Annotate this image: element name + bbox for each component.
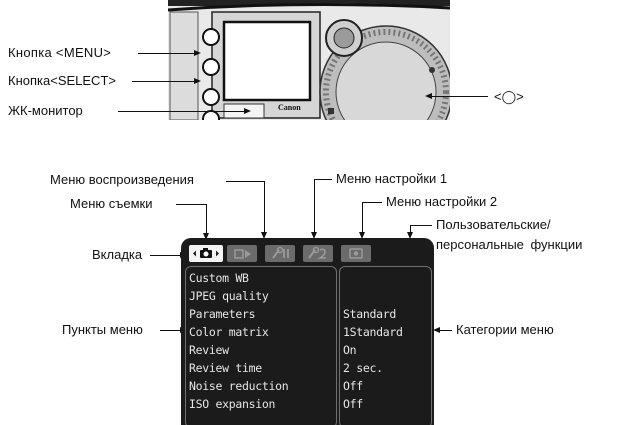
custom-leader-v: [410, 225, 411, 233]
tab-label: Вкладка: [92, 247, 142, 262]
dial-label: <◯>: [494, 89, 524, 105]
playback-leader-v: [264, 181, 265, 233]
tab-custom-functions[interactable]: [341, 245, 371, 262]
select-button-label: Кнопка<SELECT>: [8, 73, 116, 88]
setup1-leader-v: [314, 179, 315, 233]
setup-menu-1-label: Меню настройки 1: [336, 171, 447, 186]
tab-leader: [150, 255, 180, 256]
setup-wrench-1-icon: [265, 245, 295, 262]
lcd-monitor-leader: [118, 111, 244, 112]
camera-brand: Canon: [278, 103, 301, 112]
menu-button-leader: [138, 53, 194, 54]
menu-item-jpeg-quality[interactable]: JPEG quality: [189, 289, 268, 303]
setup2-leader-h: [362, 202, 382, 203]
menu-item-iso-expansion[interactable]: ISO expansion: [189, 397, 275, 411]
menu-value-noise-reduction: Off: [343, 379, 363, 393]
custom-functions-icon: [341, 245, 371, 262]
camera-menu-screen: Custom WB JPEG quality Parameters Color …: [181, 238, 434, 425]
setup2-leader-v: [362, 202, 363, 233]
shooting-menu-label: Меню съемки: [70, 196, 153, 211]
menu-value-parameters: Standard: [343, 307, 396, 321]
menu-button[interactable]: [202, 28, 220, 46]
select-button[interactable]: [202, 58, 220, 76]
dial-leader: [432, 96, 488, 97]
menu-categories-label: Категории меню: [456, 322, 554, 337]
camera-back-photo: Canon: [168, 0, 450, 120]
menu-value-color-matrix: 1Standard: [343, 325, 403, 339]
playback-icon: [227, 245, 257, 262]
setup-wrench-2-icon: [303, 245, 333, 262]
menu-item-custom-wb[interactable]: Custom WB: [189, 271, 249, 285]
menu-value-review: On: [343, 343, 356, 357]
tab-setup-2[interactable]: [303, 245, 333, 262]
lcd-monitor-label: ЖК-монитор: [8, 103, 83, 118]
shooting-leader-v: [206, 204, 207, 234]
custom-functions-label-1: Пользовательские/: [436, 217, 551, 232]
select-button-leader: [132, 81, 194, 82]
setup-menu-2-label: Меню настройки 2: [386, 194, 497, 209]
playback-menu-label: Меню воспроизведения: [50, 172, 194, 187]
menu-categories-leader: [440, 330, 452, 331]
menu-value-iso-expansion: Off: [343, 397, 363, 411]
playback-leader-h: [226, 181, 264, 182]
menu-items-leader: [160, 330, 180, 331]
camera-icon: [189, 245, 223, 262]
menu-button-label: Кнопка <MENU>: [8, 45, 111, 60]
menu-items-label: Пункты меню: [62, 322, 143, 337]
menu-item-review[interactable]: Review: [189, 343, 229, 357]
tab-setup-1[interactable]: [265, 245, 295, 262]
display-button[interactable]: [202, 88, 220, 106]
menu-item-noise-reduction[interactable]: Noise reduction: [189, 379, 288, 393]
menu-item-review-time[interactable]: Review time: [189, 361, 262, 375]
menu-item-parameters[interactable]: Parameters: [189, 307, 255, 321]
custom-functions-label-2: персональные функции: [436, 237, 582, 252]
menu-item-color-matrix[interactable]: Color matrix: [189, 325, 268, 339]
tab-shooting[interactable]: [189, 245, 223, 262]
menu-value-review-time: 2 sec.: [343, 361, 383, 375]
tab-playback[interactable]: [227, 245, 257, 262]
shooting-leader-h: [176, 204, 206, 205]
setup1-leader-h: [314, 179, 332, 180]
custom-leader-h: [410, 225, 432, 226]
